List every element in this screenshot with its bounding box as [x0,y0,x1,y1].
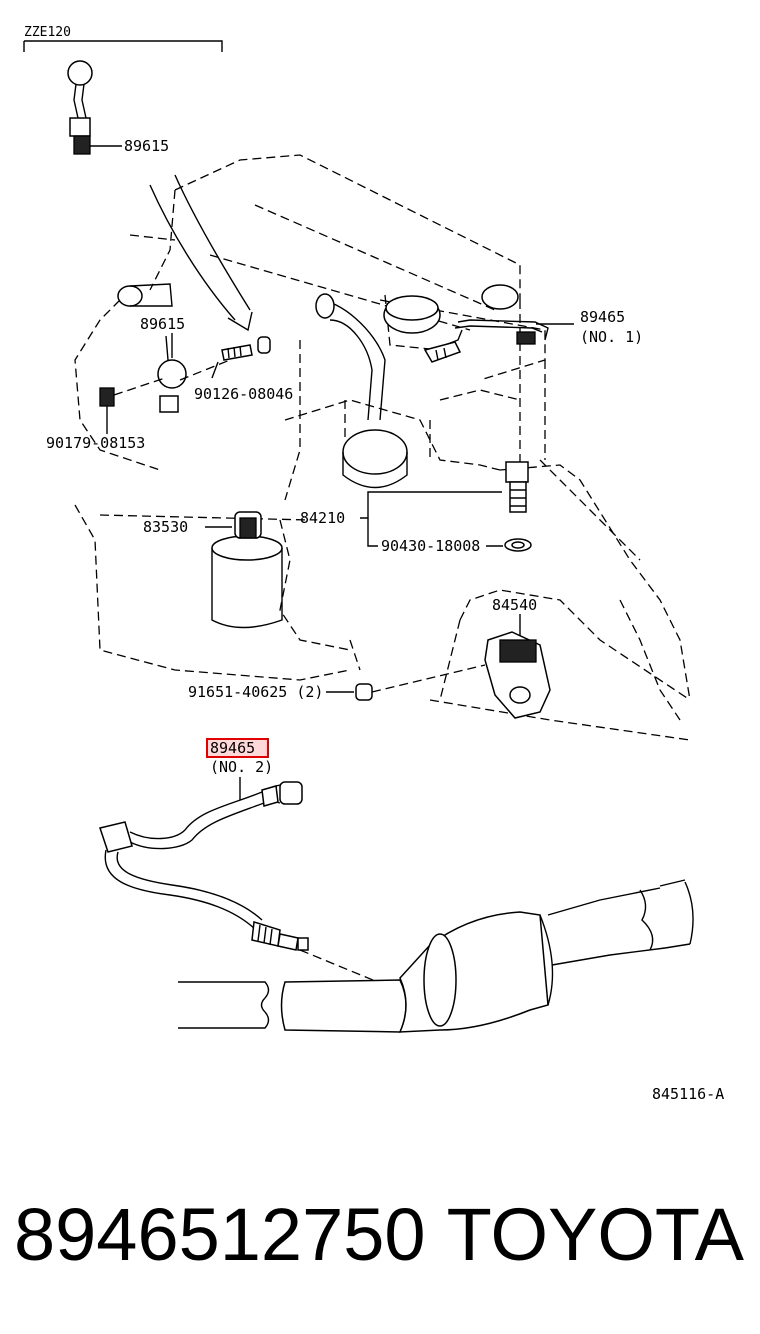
footer-bar: 8946512750 TOYOTA [0,1180,760,1290]
oil-pressure-switch [205,511,262,539]
stud-bolt-90126 [211,336,271,379]
brand-name: TOYOTA [446,1193,744,1276]
part-number: 8946512750 [14,1193,426,1276]
label-84540: 84540 [492,596,537,614]
model-code: ZZE120 [24,25,71,40]
knock-sensor-top [67,60,122,155]
highlight-box [206,738,269,758]
knock-sensor-mid [157,333,187,413]
sensor-to-pipe-dash [299,949,386,986]
label-89465-no1: 89465 [580,308,625,326]
engine-outline [74,154,691,741]
label-89615-mid: 89615 [140,315,185,333]
label-89465-no2: 89465 [210,739,255,757]
oxygen-sensor-no2 [99,781,309,951]
label-90179: 90179-08153 [46,434,145,452]
leader-90126-dash [179,359,231,381]
leader-91651-dash [371,664,486,693]
diagram-svg: ZZE120 89615 [23,25,724,1103]
highlight-bg [207,739,268,757]
exhaust-system [178,879,694,1033]
nut-91651 [326,683,373,701]
oxygen-sensor-no1 [423,319,574,363]
model-bracket [24,40,223,52]
label-89465-no2-sub: (NO. 2) [210,758,273,776]
label-90430: 90430-18008 [381,537,480,555]
bolt-90179 [99,387,115,434]
figure-code: 845116-A [652,1085,724,1103]
label-84210: 84210 [300,509,345,527]
engine-components [117,174,519,629]
label-90126: 90126-08046 [194,385,293,403]
switch-84210 [360,461,532,552]
label-89615-top: 89615 [124,137,169,155]
neutral-start-switch [484,614,551,719]
leader-90179-dash [113,377,166,396]
label-91651: 91651-40625 (2) [188,683,323,701]
label-83530: 83530 [143,518,188,536]
label-89465-no1-sub: (NO. 1) [580,328,643,346]
